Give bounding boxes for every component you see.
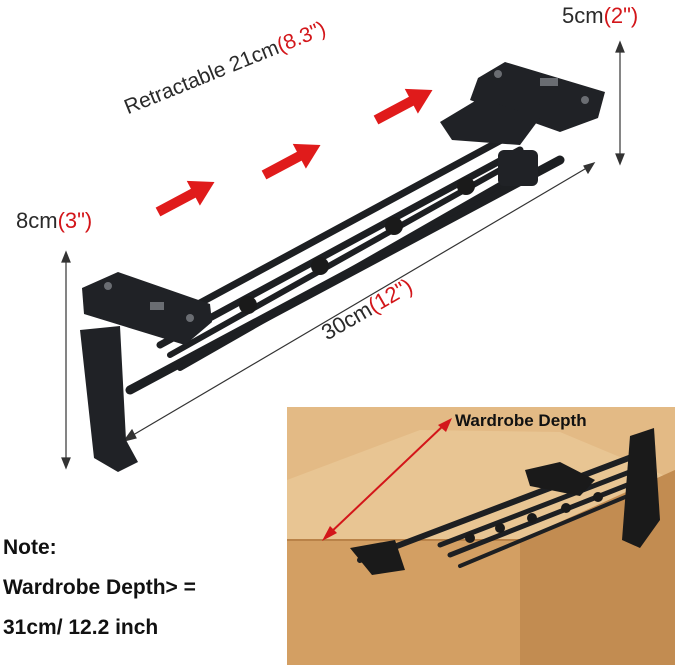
height-top-accent: (2") xyxy=(603,3,639,28)
note-title: Note: xyxy=(3,536,57,559)
rack-rods xyxy=(125,126,565,395)
height-top-main: 5cm xyxy=(562,3,604,28)
note-line-2: Wardrobe Depth> = xyxy=(3,576,196,599)
wardrobe-depth-label: Wardrobe Depth xyxy=(455,411,587,430)
arrow-icon xyxy=(373,88,433,125)
note-line-3: 31cm/ 12.2 inch xyxy=(3,616,159,639)
front-bracket xyxy=(80,272,212,472)
height-top-label: 5cm(2") xyxy=(562,3,638,29)
retract-arrows xyxy=(155,88,433,217)
back-bracket xyxy=(440,62,605,186)
height-side-accent: (3") xyxy=(57,208,93,233)
height-side-main: 8cm xyxy=(16,208,58,233)
height-side-label: 8cm(3") xyxy=(16,208,92,234)
dimension-lines xyxy=(61,40,625,470)
arrow-icon xyxy=(155,180,215,217)
note-block: Note: Wardrobe Depth> = 31cm/ 12.2 inch xyxy=(3,528,196,648)
rod-balls xyxy=(239,177,475,314)
arrow-icon xyxy=(261,143,321,180)
installation-photo xyxy=(287,407,675,665)
